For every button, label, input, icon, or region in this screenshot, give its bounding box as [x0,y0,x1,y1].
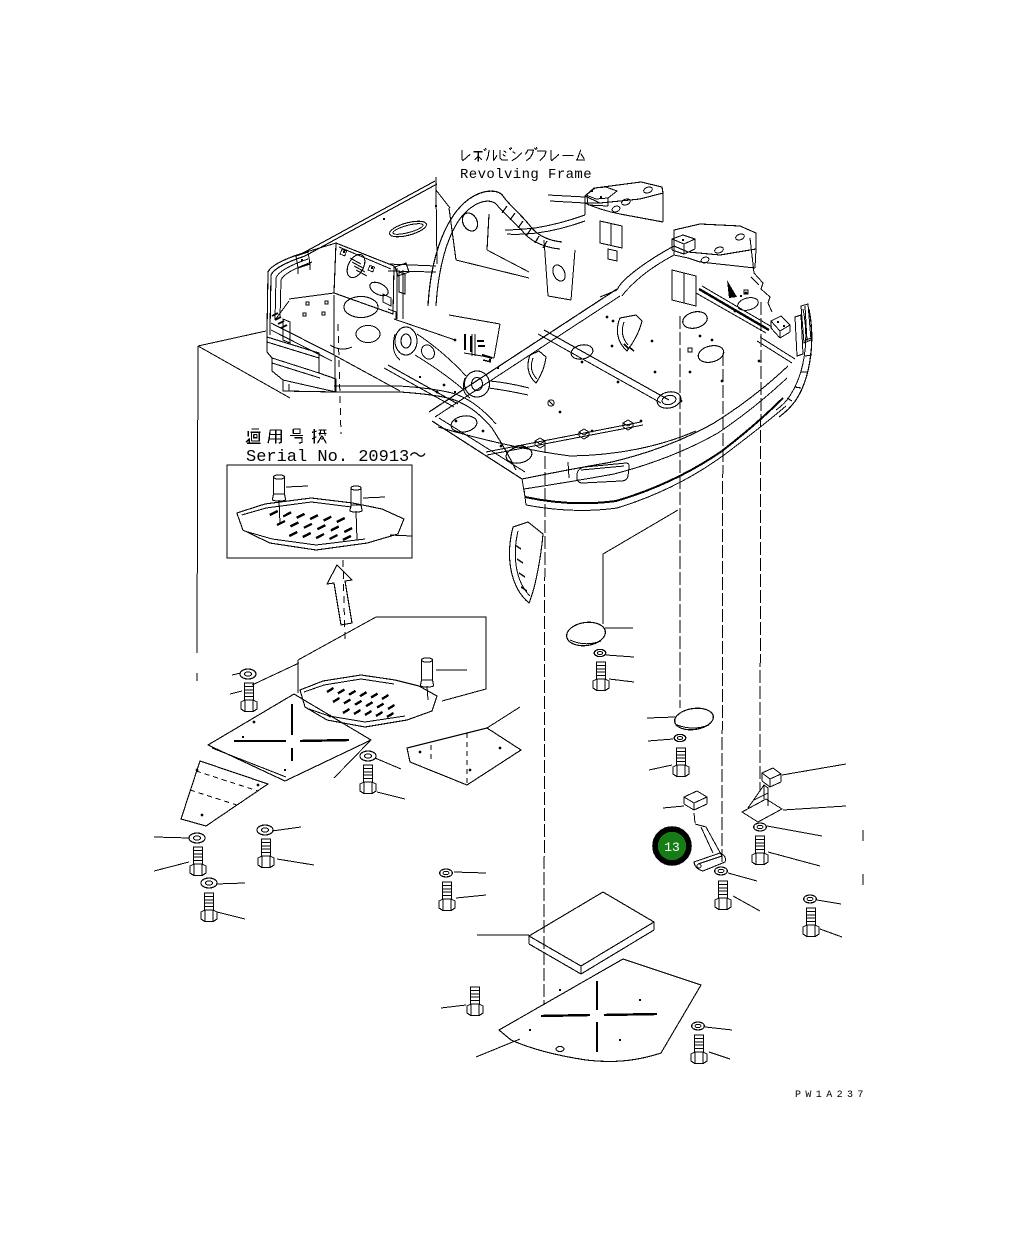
svg-text:Revolving Frame: Revolving Frame [460,167,592,183]
svg-text:Serial No. 20913〜: Serial No. 20913〜 [246,448,426,467]
svg-text:13: 13 [664,840,680,855]
svg-text:PW1A237: PW1A237 [795,1090,868,1101]
